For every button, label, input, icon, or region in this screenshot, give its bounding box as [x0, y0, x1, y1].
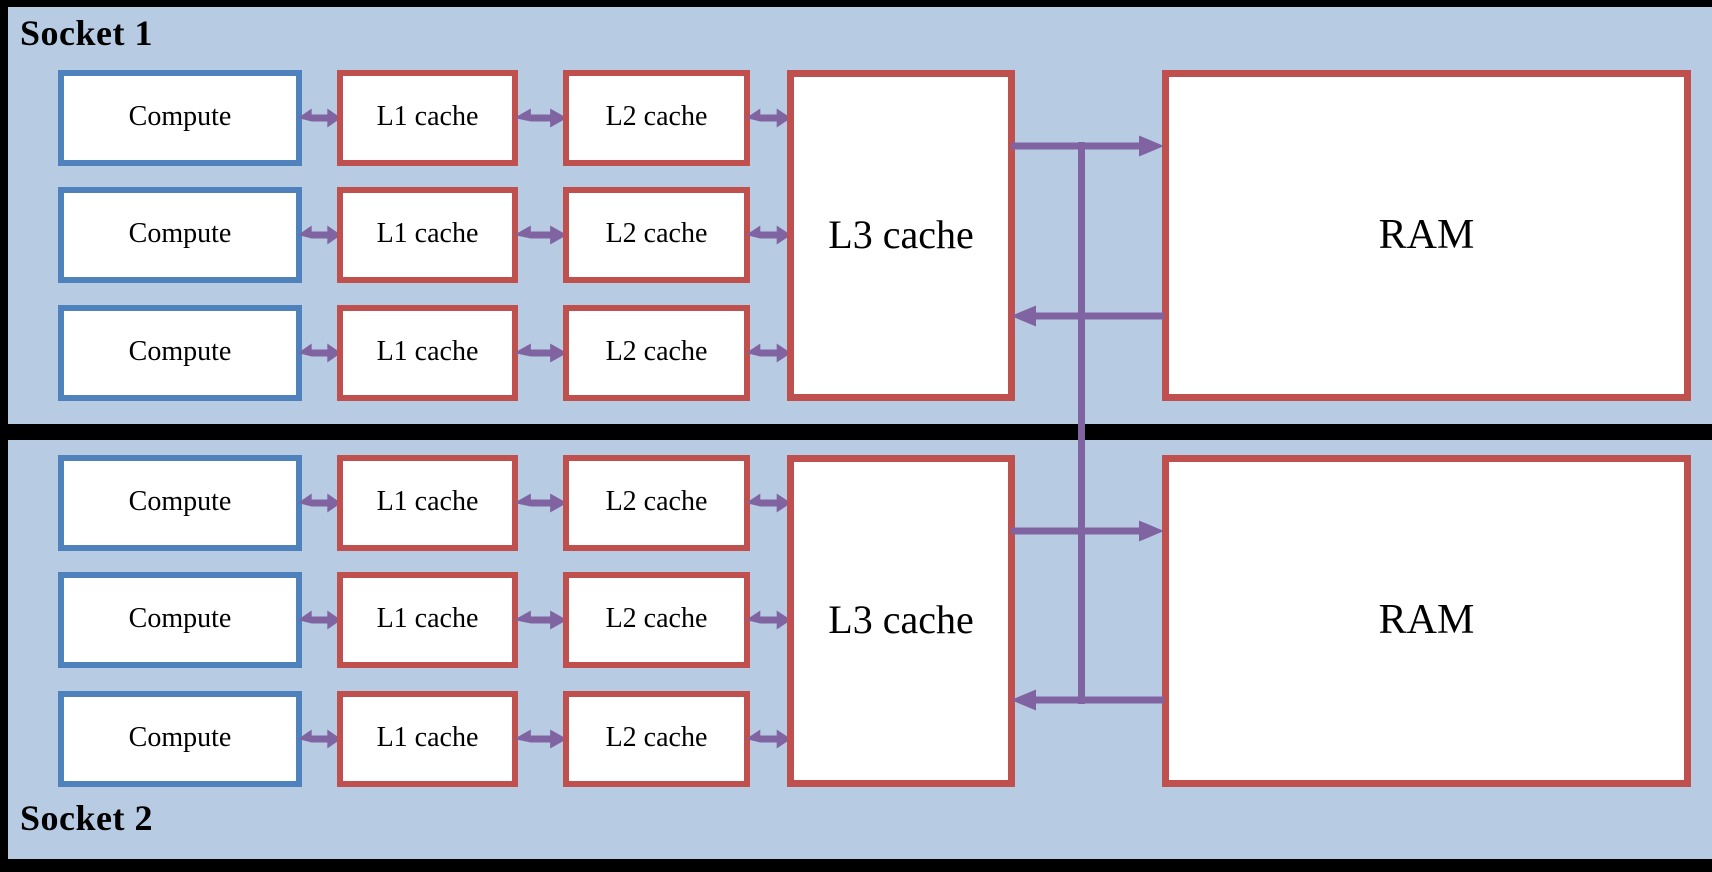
- ram-box: RAM: [1162, 70, 1691, 401]
- compute-box: Compute: [58, 70, 302, 166]
- bidirectional-arrow-icon: [298, 106, 341, 130]
- bidirectional-arrow-icon: [514, 223, 567, 247]
- l1-cache-box: L1 cache: [337, 691, 518, 787]
- compute-box: Compute: [58, 572, 302, 668]
- compute-box: Compute: [58, 187, 302, 283]
- bidirectional-arrow-icon: [298, 491, 341, 515]
- socket-2-label: Socket 2: [20, 798, 153, 838]
- compute-label: Compute: [128, 486, 232, 517]
- bidirectional-arrow-icon: [514, 106, 567, 130]
- l3-cache-box: L3 cache: [787, 455, 1015, 787]
- ram-label: RAM: [1378, 211, 1475, 258]
- l1-cache-box: L1 cache: [337, 187, 518, 283]
- l1-cache-label: L1 cache: [376, 218, 479, 249]
- l2-cache-label: L2 cache: [605, 101, 708, 132]
- bidirectional-arrow-icon: [298, 608, 341, 632]
- l3-cache-label: L3 cache: [828, 597, 974, 642]
- bidirectional-arrow-icon: [514, 491, 567, 515]
- l2-cache-label: L2 cache: [605, 722, 708, 753]
- arrow-right-icon: [1011, 519, 1164, 543]
- compute-label: Compute: [128, 336, 232, 367]
- compute-box: Compute: [58, 455, 302, 551]
- l2-cache-box: L2 cache: [563, 691, 750, 787]
- socket-1-label: Socket 1: [20, 13, 153, 53]
- compute-box: Compute: [58, 305, 302, 401]
- l2-cache-box: L2 cache: [563, 572, 750, 668]
- l2-cache-box: L2 cache: [563, 70, 750, 166]
- socket-2-panel: Compute L1 cache L2 cache Compute L1 cac…: [8, 440, 1712, 859]
- arrow-left-icon: [1011, 304, 1164, 328]
- l1-cache-label: L1 cache: [376, 722, 479, 753]
- compute-label: Compute: [128, 218, 232, 249]
- l1-cache-label: L1 cache: [376, 486, 479, 517]
- l1-cache-box: L1 cache: [337, 70, 518, 166]
- bidirectional-arrow-icon: [514, 608, 567, 632]
- l2-cache-label: L2 cache: [605, 336, 708, 367]
- bidirectional-arrow-icon: [298, 727, 341, 751]
- l1-cache-box: L1 cache: [337, 305, 518, 401]
- l2-cache-label: L2 cache: [605, 218, 708, 249]
- bidirectional-arrow-icon: [514, 341, 567, 365]
- arrow-left-icon: [1011, 688, 1164, 712]
- l3-cache-box: L3 cache: [787, 70, 1015, 401]
- compute-box: Compute: [58, 691, 302, 787]
- socket-1-panel: Socket 1 Compute L1 cache L2 cache Compu…: [8, 7, 1712, 424]
- bidirectional-arrow-icon: [746, 341, 791, 365]
- bidirectional-arrow-icon: [746, 106, 791, 130]
- l2-cache-box: L2 cache: [563, 187, 750, 283]
- bidirectional-arrow-icon: [298, 223, 341, 247]
- l1-cache-box: L1 cache: [337, 572, 518, 668]
- l2-cache-box: L2 cache: [563, 455, 750, 551]
- socket-divider: [0, 424, 1712, 440]
- bidirectional-arrow-icon: [514, 727, 567, 751]
- arrow-right-icon: [1011, 134, 1164, 158]
- compute-label: Compute: [128, 101, 232, 132]
- l3-cache-label: L3 cache: [828, 211, 974, 257]
- l1-cache-label: L1 cache: [376, 603, 479, 634]
- compute-label: Compute: [128, 722, 232, 753]
- l2-cache-box: L2 cache: [563, 305, 750, 401]
- bidirectional-arrow-icon: [746, 608, 791, 632]
- compute-label: Compute: [128, 603, 232, 634]
- bidirectional-arrow-icon: [746, 491, 791, 515]
- ram-box: RAM: [1162, 455, 1691, 787]
- l2-cache-label: L2 cache: [605, 603, 708, 634]
- l1-cache-box: L1 cache: [337, 455, 518, 551]
- bidirectional-arrow-icon: [298, 341, 341, 365]
- interconnect-line: [1078, 142, 1085, 704]
- ram-label: RAM: [1378, 597, 1475, 643]
- l1-cache-label: L1 cache: [376, 101, 479, 132]
- l1-cache-label: L1 cache: [376, 336, 479, 367]
- bidirectional-arrow-icon: [746, 223, 791, 247]
- l2-cache-label: L2 cache: [605, 486, 708, 517]
- bidirectional-arrow-icon: [746, 727, 791, 751]
